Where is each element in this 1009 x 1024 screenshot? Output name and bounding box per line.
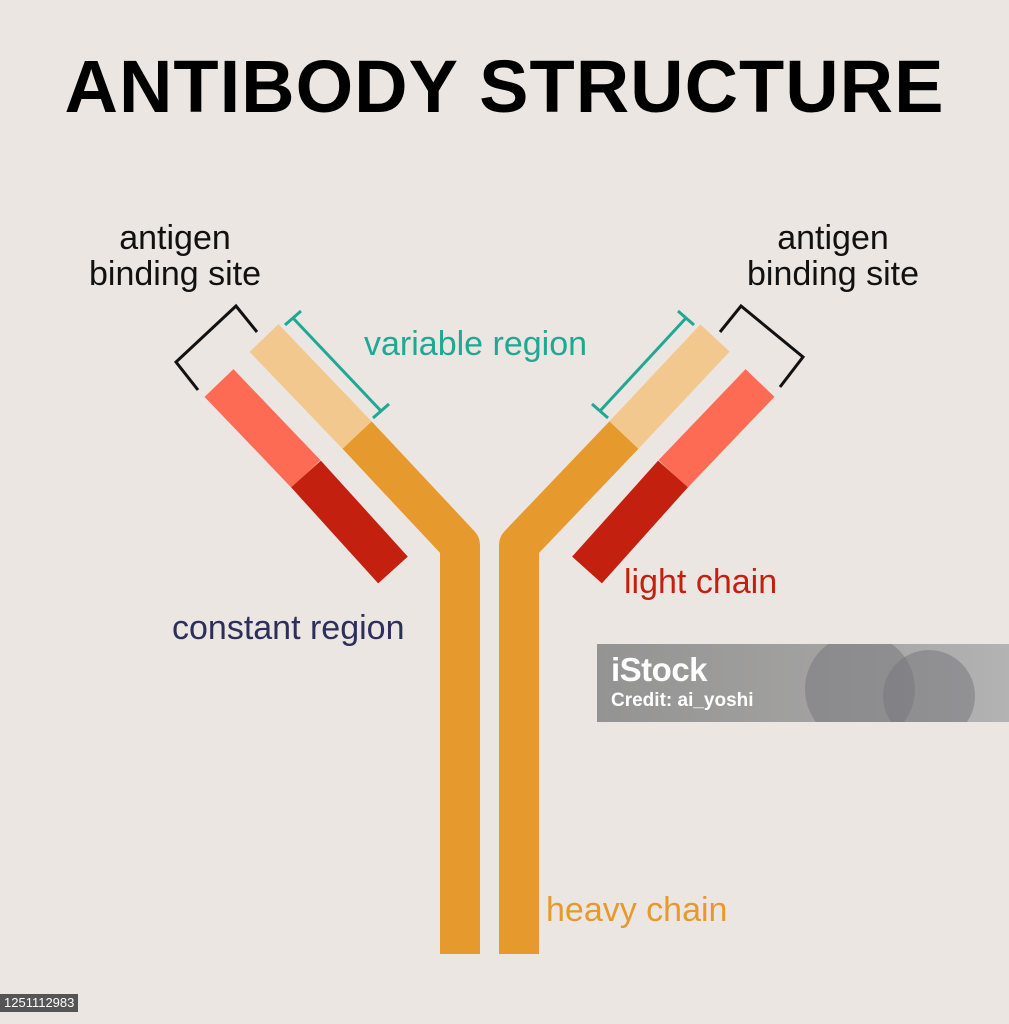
light-variable-right [658,369,775,488]
label-antigen-binding-site-right: antigen binding site [718,220,948,292]
watermark-decor-circle [883,650,975,722]
watermark-credit: Credit: ai_yoshi [611,690,754,711]
label-light-chain: light chain [624,563,778,601]
label-antigen-binding-site-left: antigen binding site [60,220,290,292]
heavy-chain-left-arm [342,421,480,954]
light-variable-left [204,369,321,488]
heavy-chain-right-arm [499,421,639,954]
binding-bracket-left [173,303,259,391]
istock-logo: iStock [611,651,708,688]
label-line: antigen [119,219,231,257]
heavy-variable-right [609,324,730,449]
label-variable-region: variable region [364,325,588,363]
light-constant-right [572,460,688,584]
istock-watermark: iStock Credit: ai_yoshi [597,644,1009,722]
light-constant-left [291,460,408,584]
diagram-title: ANTIBODY STRUCTURE [64,45,945,128]
variable-region-marker-right [591,309,695,420]
heavy-variable-left [249,324,372,449]
label-heavy-chain: heavy chain [546,891,728,929]
stock-image-id: 1251112983 [0,994,79,1012]
binding-bracket-right [718,303,806,388]
label-constant-region: constant region [172,609,405,647]
label-line: binding site [746,255,919,293]
variable-region-marker-left [284,309,390,420]
label-line: antigen [777,219,889,257]
label-line: binding site [88,255,261,293]
